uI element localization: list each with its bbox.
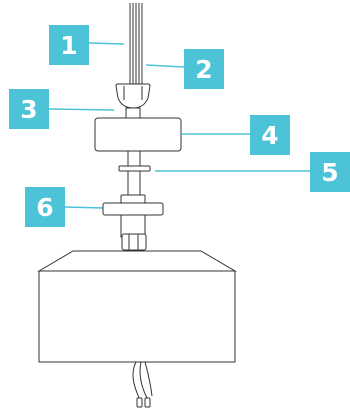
cap: [115, 83, 151, 109]
stem-upper: [127, 150, 141, 167]
cap-groove: [123, 86, 143, 100]
washer: [118, 165, 151, 172]
stem-lower: [127, 170, 141, 196]
callout-4: 4: [250, 115, 290, 155]
leader-line-3: [48, 108, 115, 111]
gland-fitting-detail: [128, 234, 139, 250]
cable-3: [144, 361, 153, 397]
neck-upper: [125, 107, 141, 119]
callout-5: 5: [310, 152, 350, 192]
leader-line-1: [88, 42, 125, 45]
callout-6: 6: [25, 187, 65, 227]
cable-1: [132, 361, 140, 399]
leader-line-6: [64, 206, 104, 209]
leader-line-2: [145, 64, 185, 68]
leader-lines: [48, 42, 310, 209]
callout-1: 1: [49, 25, 89, 65]
flange: [102, 202, 164, 216]
enclosure-body: [38, 270, 236, 363]
callout-2: 2: [184, 49, 224, 89]
cable-2: [139, 361, 148, 399]
housing: [94, 117, 182, 152]
cable-end-2: [144, 397, 151, 408]
callout-3: 3: [9, 89, 49, 129]
part-illustration: [37, 3, 237, 408]
gland-fitting: [121, 233, 147, 251]
nut: [120, 194, 146, 204]
enclosure-top: [37, 250, 237, 272]
cable-end-1: [136, 397, 143, 408]
